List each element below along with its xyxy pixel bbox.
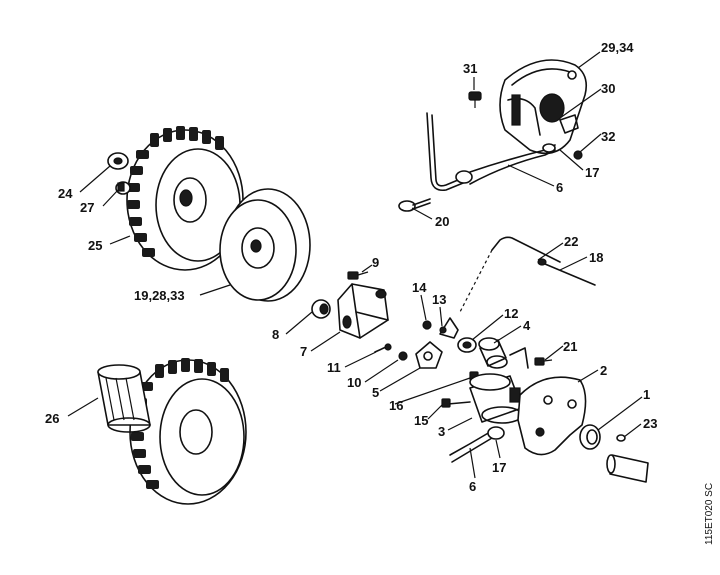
label-3: 3 xyxy=(438,424,445,439)
label-26: 26 xyxy=(45,411,59,426)
label-15: 15 xyxy=(414,413,428,428)
screw-part-32 xyxy=(573,150,583,160)
label-31: 31 xyxy=(463,61,477,76)
drawing-code: 115ET020 SC xyxy=(704,483,715,545)
label-25: 25 xyxy=(88,238,102,253)
screw-part-11 xyxy=(374,343,392,353)
label-6-upper: 6 xyxy=(556,180,563,195)
ignition-module-part-29-34 xyxy=(499,59,588,155)
label-10: 10 xyxy=(347,375,361,390)
seal-part-1 xyxy=(579,424,601,450)
label-30: 30 xyxy=(601,81,615,96)
label-17-upper: 17 xyxy=(585,165,599,180)
washer-part-10 xyxy=(398,351,408,361)
capacitor-part-4 xyxy=(478,337,529,369)
label-13: 13 xyxy=(432,292,446,307)
label-19-28-33: 19,28,33 xyxy=(134,288,185,303)
wire-part-18 xyxy=(544,263,596,286)
screw-part-9 xyxy=(347,271,369,280)
flywheel-part-25 xyxy=(126,126,244,271)
label-11: 11 xyxy=(327,360,341,375)
label-14: 14 xyxy=(412,280,427,295)
label-12: 12 xyxy=(504,306,518,321)
bracket-part-7 xyxy=(337,283,389,339)
screw-part-15 xyxy=(441,398,471,408)
leader-lines xyxy=(67,51,643,479)
cable-part-6-lower xyxy=(449,426,505,463)
label-8: 8 xyxy=(272,327,279,342)
coil-part-3 xyxy=(469,373,523,424)
grommet-part-8 xyxy=(311,299,331,319)
label-7: 7 xyxy=(300,344,307,359)
spring-part-13 xyxy=(439,317,459,339)
nut-part-24 xyxy=(107,152,129,170)
label-9: 9 xyxy=(372,255,379,270)
baseplate-part-2 xyxy=(517,376,587,456)
rotor-part-19-28-33 xyxy=(219,188,311,302)
label-16: 16 xyxy=(389,398,403,413)
label-23: 23 xyxy=(643,416,657,431)
label-2: 2 xyxy=(600,363,607,378)
label-29-34: 29,34 xyxy=(601,40,634,55)
label-22: 22 xyxy=(564,234,578,249)
label-6-lower: 6 xyxy=(469,479,476,494)
screw-part-31 xyxy=(468,91,482,108)
label-27: 27 xyxy=(80,200,94,215)
label-21: 21 xyxy=(563,339,577,354)
washer-part-27 xyxy=(115,181,131,195)
wire-part-22 xyxy=(459,236,561,313)
screw-part-20 xyxy=(398,198,431,212)
label-4: 4 xyxy=(523,318,531,333)
label-5: 5 xyxy=(372,385,379,400)
label-17-lower: 17 xyxy=(492,460,506,475)
part-labels: 24 27 25 19,28,33 26 31 29,34 30 32 17 6… xyxy=(45,40,657,494)
label-20: 20 xyxy=(435,214,449,229)
flywheel-lower xyxy=(129,358,247,505)
pin-part-23 xyxy=(616,434,626,442)
label-24: 24 xyxy=(58,186,73,201)
ring-part-26 xyxy=(97,364,151,433)
shaft-part-1 xyxy=(606,454,649,483)
breaker-part-5 xyxy=(415,341,443,369)
label-32: 32 xyxy=(601,129,615,144)
label-1: 1 xyxy=(643,387,650,402)
screw-part-21 xyxy=(534,357,553,366)
washer-part-14 xyxy=(422,320,432,330)
label-18: 18 xyxy=(589,250,603,265)
cam-part-12 xyxy=(457,337,477,353)
